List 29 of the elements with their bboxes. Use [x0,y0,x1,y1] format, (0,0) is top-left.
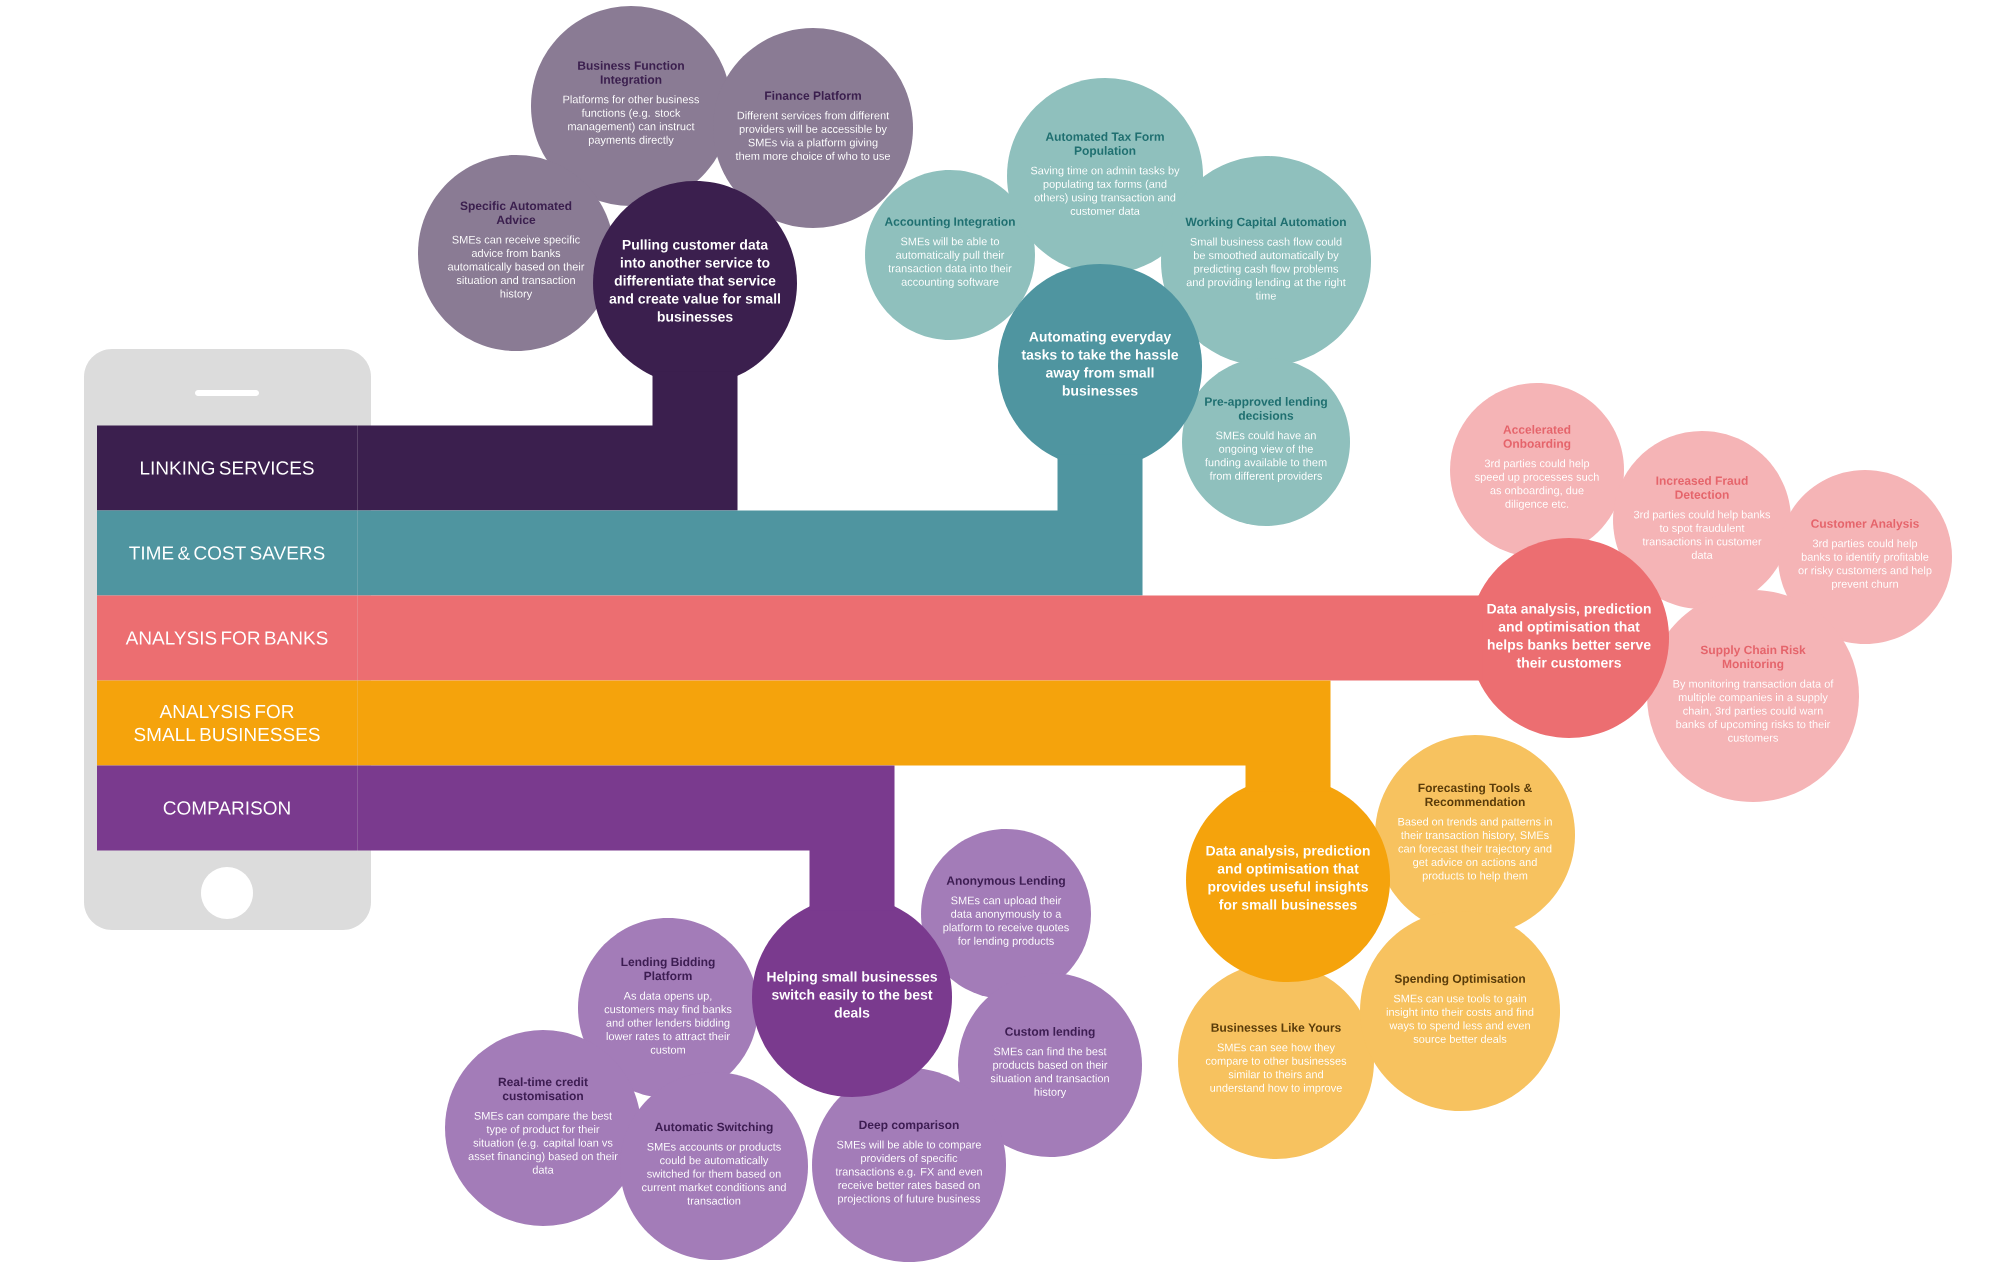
node-label: Anonymous Lending [946,876,1065,888]
node-label: SMEs can see how they compare to other businesses similar to theirs and understand how to improve [1205,1043,1347,1094]
node-label: Based on trends and patterns in their transaction history, SMEs can forecast their trajectory and get advice on actions and products to help them [1398,817,1552,882]
node-label: Customer Analysis [1811,519,1919,531]
node-label: Automatic Switching [654,1122,773,1134]
node-label: Forecasting Tools & Recommendation [1418,783,1532,807]
node-label: Different services from different providers will be accessible by SMEs via a platform giving them more choice of who to use [735,111,890,160]
node-label: Custom lending [1005,1027,1095,1039]
node-label: LINKING SERVICES [141,461,314,475]
category-band: LINKING SERVICES [97,425,357,511]
category-band: COMPARISON [97,765,357,851]
node-label: 3rd parties could help banks to identify profitable or risky customers and help prevent churn [1798,539,1932,590]
node-label: Supply Chain Risk Monitoring [1700,645,1806,671]
node-label: SMEs can compare the best type of product for their situation (e.g. capital loan vs asset financing) based on their data [468,1111,618,1174]
node-label: Finance Platform [765,91,861,100]
node-label: COMPARISON [163,801,290,815]
node-label: By monitoring transaction data of multiple companies in a supply chain, 3rd parties could warn banks of upcoming risks to their customers [1673,679,1834,742]
node-label: Businesses Like Yours [1211,1023,1341,1032]
node-label: SMEs can use tools to gain insight into their costs and find ways to spend less and even source better deals [1386,994,1534,1043]
category-band: ANALYSIS FOR BANKS [97,595,357,681]
node-label: TIME & COST SAVERS [129,546,325,560]
node-label: Spending Optimisation [1394,974,1525,986]
node-label: SMEs accounts or products could be automatically switched for them based on current market conditions and transaction [642,1142,786,1205]
node-label: Lending Bidding Platform [621,957,715,981]
node-label: ANALYSIS FOR SMALL BUSINESSES [134,704,320,742]
node-label: Increased Fraud Detection [1656,476,1748,499]
category-band: ANALYSIS FOR SMALL BUSINESSES [97,680,357,766]
category-band: TIME & COST SAVERS [97,510,357,596]
node-label: ANALYSIS FOR BANKS [125,631,328,645]
